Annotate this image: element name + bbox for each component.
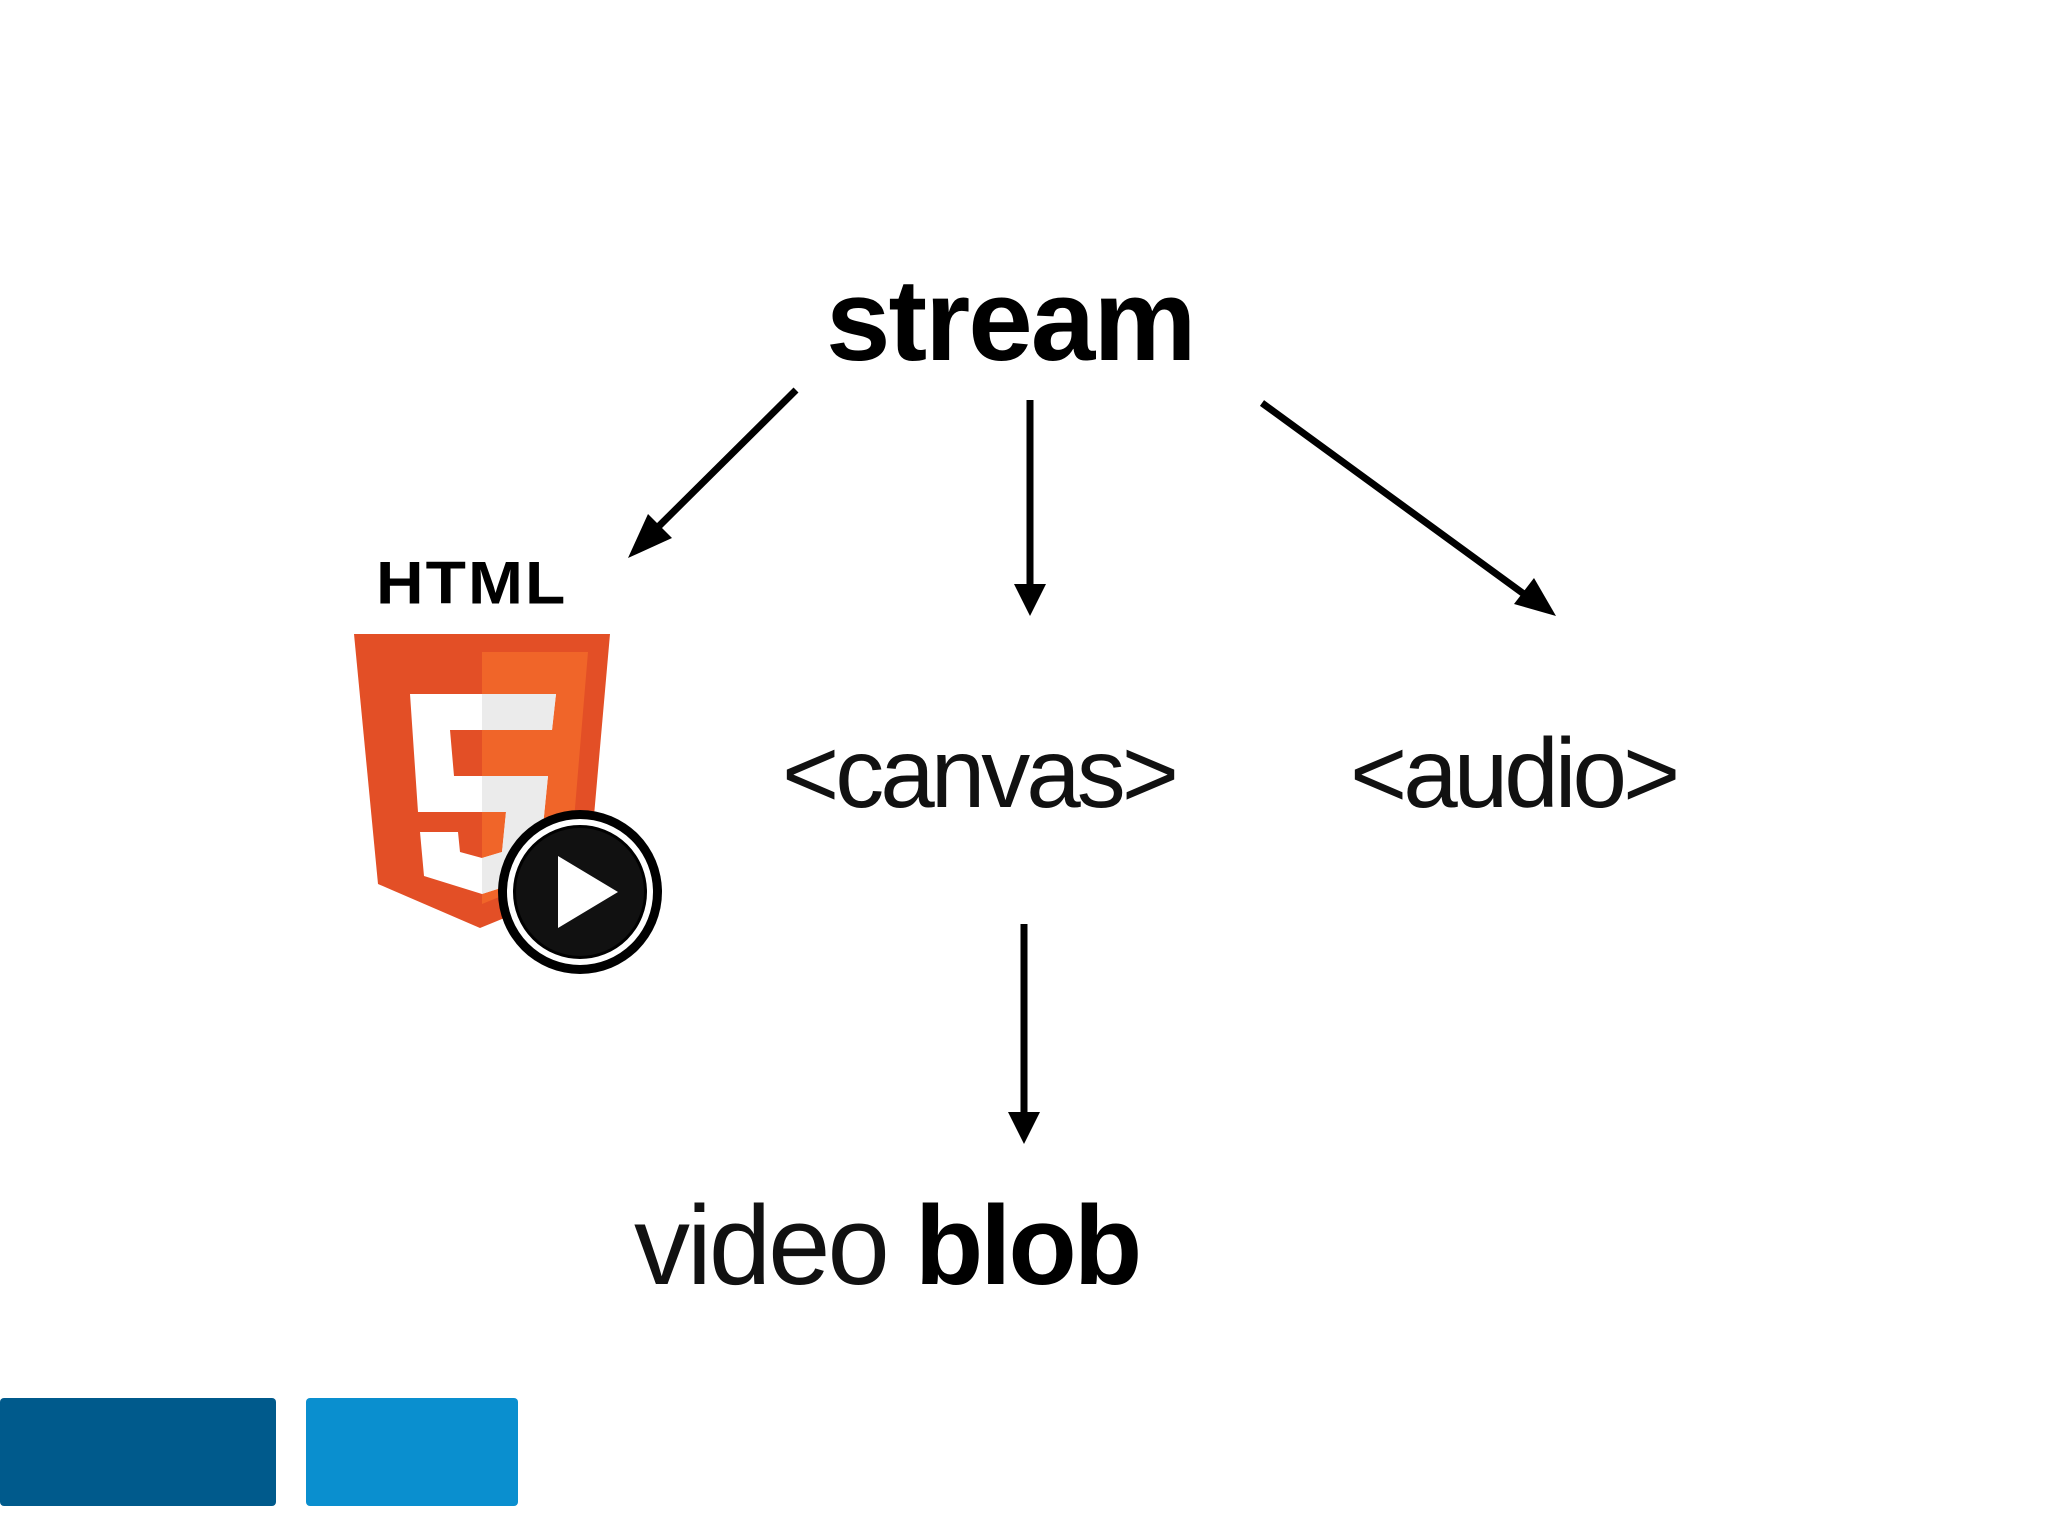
arrow-icon-canvas-to-blob [1008, 924, 1040, 1144]
stream-title: stream [826, 255, 1196, 385]
footer-block-light [306, 1398, 518, 1506]
footer-block-dark [0, 1398, 276, 1506]
play-icon [498, 810, 662, 974]
video-blob-light: video [634, 1183, 890, 1308]
video-blob-label: video blob [634, 1190, 1142, 1302]
audio-label: <audio> [1350, 718, 1680, 828]
html-logo-text: HTML [376, 548, 568, 617]
canvas-label: <canvas> [782, 718, 1179, 828]
arrow-icon-stream-to-video [628, 387, 799, 558]
html5-logo-icon [354, 634, 662, 974]
arrow-icon-stream-to-canvas [1014, 400, 1046, 616]
arrow-icon-stream-to-audio [1259, 400, 1556, 616]
video-blob-bold: blob [914, 1183, 1142, 1308]
